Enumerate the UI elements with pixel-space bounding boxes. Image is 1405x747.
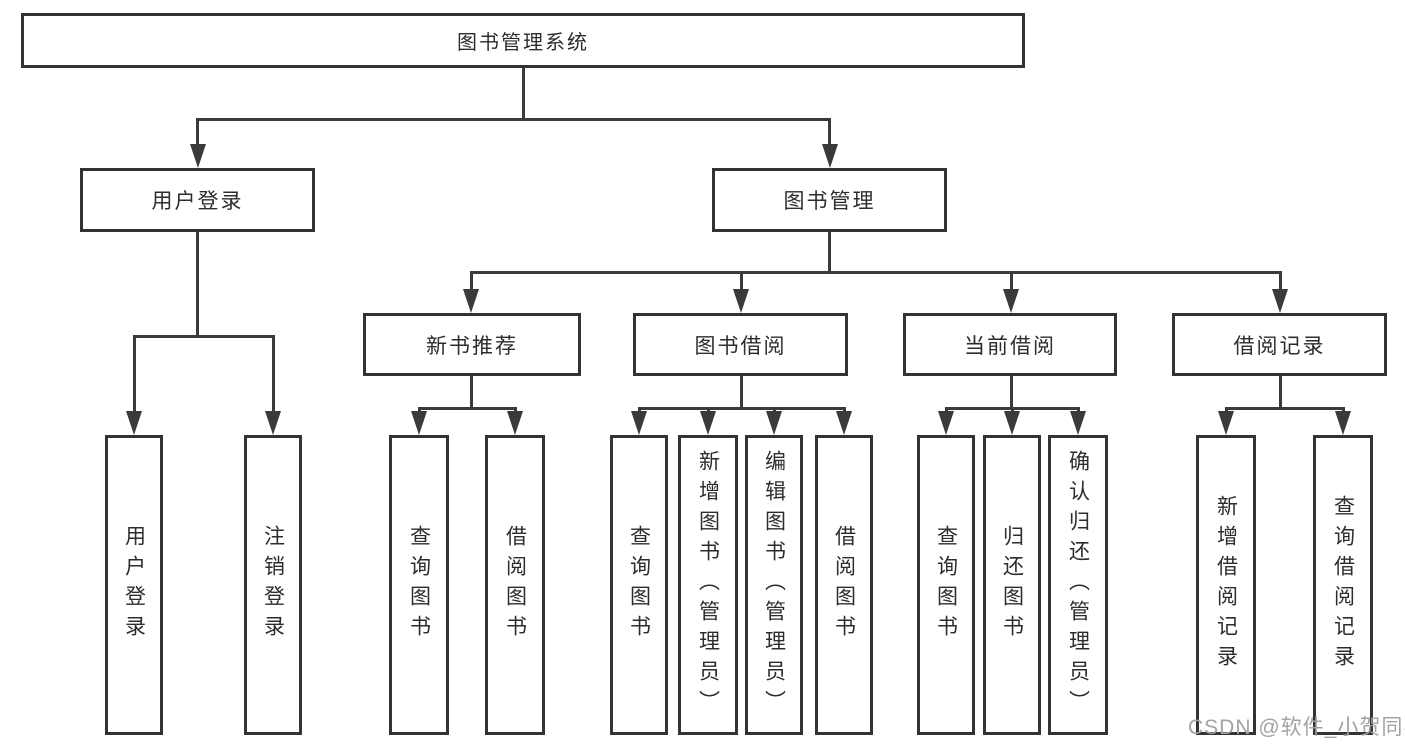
leaf-label: 用户登录 xyxy=(122,525,146,645)
node-current-borrowing: 当前借阅 xyxy=(903,313,1117,376)
leaf-add-book-admin: 新增图书（管理员） xyxy=(678,435,738,735)
arrowhead-icon xyxy=(1003,289,1019,313)
arrowhead-icon xyxy=(938,411,954,435)
leaf-label: 归还图书 xyxy=(1000,525,1024,645)
node-label: 借阅记录 xyxy=(1233,334,1326,358)
connector-line xyxy=(196,232,199,338)
arrowhead-icon xyxy=(265,411,281,435)
leaf-label: 新增借阅记录 xyxy=(1214,495,1238,675)
leaf-borrow-books-borrowing: 借阅图书 xyxy=(815,435,873,735)
leaf-label: 确认归还（管理员） xyxy=(1066,450,1090,720)
connector-line xyxy=(1224,407,1228,414)
connector-line xyxy=(1009,376,1013,410)
connector-line xyxy=(1341,407,1345,414)
connector-line xyxy=(1278,376,1282,410)
arrowhead-icon xyxy=(126,411,142,435)
leaf-query-borrow-record: 查询借阅记录 xyxy=(1313,435,1373,735)
connector-line xyxy=(1278,271,1282,292)
node-label: 图书管理 xyxy=(783,190,876,213)
arrowhead-icon xyxy=(463,289,479,313)
connector-line xyxy=(637,407,641,414)
arrowhead-icon xyxy=(836,411,852,435)
leaf-label: 查询图书 xyxy=(407,525,431,645)
connector-line xyxy=(196,118,199,147)
leaf-query-books-recommend: 查询图书 xyxy=(389,435,449,735)
leaf-label: 注销登录 xyxy=(261,525,285,645)
csdn-watermark: CSDN @软件_小贺同学 xyxy=(1188,716,1405,739)
arrowhead-icon xyxy=(507,411,523,435)
leaf-confirm-return-admin: 确认归还（管理员） xyxy=(1048,435,1108,735)
node-user-login-module: 用户登录 xyxy=(80,168,315,232)
leaf-user-login: 用户登录 xyxy=(105,435,163,735)
node-label: 用户登录 xyxy=(151,190,244,213)
arrowhead-icon xyxy=(1004,411,1020,435)
connector-line xyxy=(271,335,275,414)
arrowhead-icon xyxy=(700,411,716,435)
leaf-label: 新增图书（管理员） xyxy=(696,450,720,720)
connector-line xyxy=(521,68,525,121)
node-label: 图书管理系统 xyxy=(457,32,589,54)
leaf-label: 编辑图书（管理员） xyxy=(762,450,786,720)
arrowhead-icon xyxy=(411,411,427,435)
arrowhead-icon xyxy=(631,411,647,435)
node-label: 新书推荐 xyxy=(426,334,518,358)
node-book-management-module: 图书管理 xyxy=(712,168,947,232)
connector-line xyxy=(469,271,1282,274)
arrowhead-icon xyxy=(1335,411,1351,435)
leaf-label: 借阅图书 xyxy=(832,525,856,645)
connector-line xyxy=(417,407,421,414)
arrowhead-icon xyxy=(1272,289,1288,313)
leaf-add-borrow-record: 新增借阅记录 xyxy=(1196,435,1256,735)
leaf-logout: 注销登录 xyxy=(244,435,302,735)
leaf-query-books-current: 查询图书 xyxy=(917,435,975,735)
connector-line xyxy=(739,271,743,292)
connector-line xyxy=(739,376,743,410)
connector-line xyxy=(1076,407,1080,414)
connector-line xyxy=(637,407,846,410)
leaf-label: 借阅图书 xyxy=(503,525,527,645)
node-label: 当前借阅 xyxy=(964,334,1056,358)
leaf-query-books-borrowing: 查询图书 xyxy=(610,435,668,735)
connector-line xyxy=(132,335,275,338)
connector-line xyxy=(469,271,473,292)
arrowhead-icon xyxy=(766,411,782,435)
connector-line xyxy=(842,407,846,414)
connector-line xyxy=(196,118,831,121)
node-label: 图书借阅 xyxy=(694,334,787,358)
connector-line xyxy=(706,407,710,414)
arrowhead-icon xyxy=(821,144,838,168)
connector-line xyxy=(469,376,473,410)
connector-line xyxy=(1010,407,1014,414)
leaf-label: 查询图书 xyxy=(934,525,958,645)
leaf-label: 查询借阅记录 xyxy=(1331,495,1355,675)
leaf-borrow-books-recommend: 借阅图书 xyxy=(485,435,545,735)
connector-line xyxy=(1009,271,1013,292)
node-book-borrowing: 图书借阅 xyxy=(633,313,848,376)
node-borrowing-records: 借阅记录 xyxy=(1172,313,1387,376)
connector-line xyxy=(828,232,831,274)
connector-line xyxy=(417,407,517,410)
connector-line xyxy=(132,335,136,414)
connector-line xyxy=(513,407,517,414)
arrowhead-icon xyxy=(1070,411,1086,435)
node-new-book-recommend: 新书推荐 xyxy=(363,313,581,376)
connector-line xyxy=(944,407,948,414)
leaf-return-book: 归还图书 xyxy=(983,435,1041,735)
arrowhead-icon xyxy=(1218,411,1234,435)
leaf-label: 查询图书 xyxy=(627,525,651,645)
node-root-library-system: 图书管理系统 xyxy=(21,13,1025,68)
arrowhead-icon xyxy=(733,289,749,313)
leaf-edit-book-admin: 编辑图书（管理员） xyxy=(745,435,803,735)
arrowhead-icon xyxy=(189,144,206,168)
connector-line xyxy=(828,118,831,147)
connector-line xyxy=(1224,407,1345,410)
connector-line xyxy=(772,407,776,414)
